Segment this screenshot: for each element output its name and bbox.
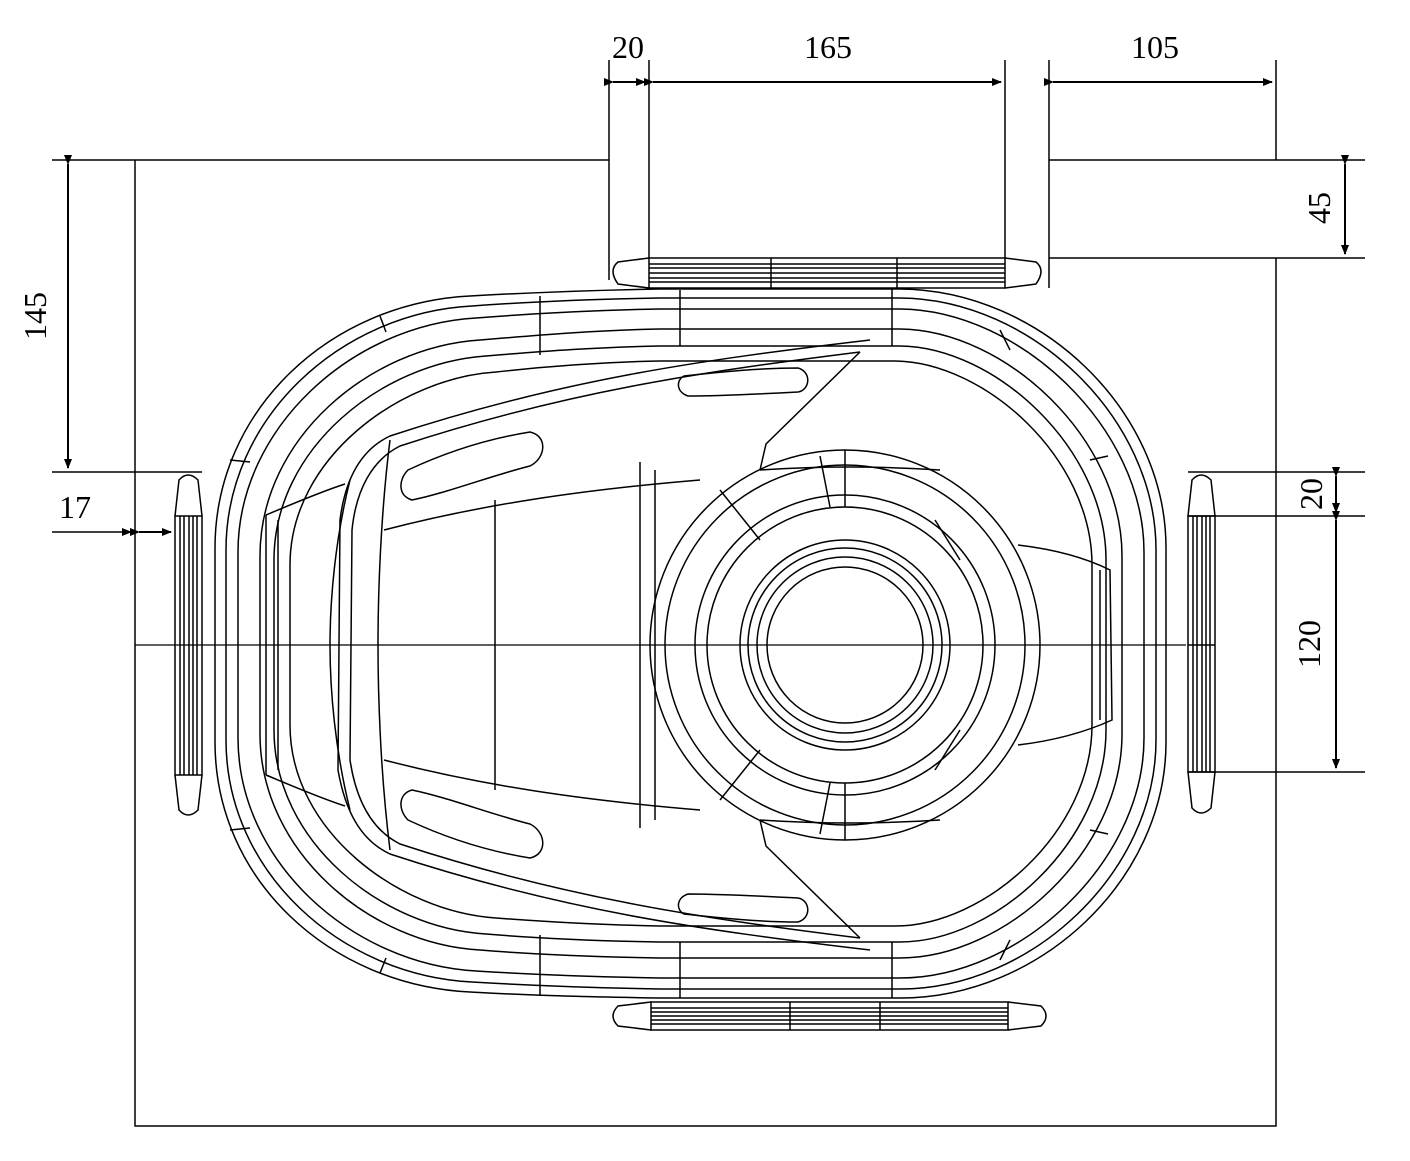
- dimension-lines: [52, 60, 1365, 773]
- dim-left-gap: 17: [59, 489, 91, 525]
- circular-boss: [649, 449, 1113, 841]
- dim-right-gap: 20: [1293, 478, 1329, 510]
- dim-right-bead-length: 120: [1291, 620, 1327, 668]
- dim-top-gap: 20: [612, 29, 644, 65]
- dim-top-bead-length: 165: [804, 29, 852, 65]
- draw-bead-bottom: [612, 1001, 1047, 1031]
- draw-bead-right: [1187, 474, 1216, 814]
- dim-top-right-offset: 105: [1131, 29, 1179, 65]
- binder-outline: [214, 288, 1167, 999]
- dim-left-offset: 145: [17, 292, 53, 340]
- dimension-labels: 20 165 105 45 145 17 20 120: [17, 29, 1337, 668]
- draw-bead-top: [608, 60, 1050, 289]
- draw-bead-left: [174, 474, 203, 816]
- part-body: [265, 339, 941, 951]
- blank-outline: [134, 159, 1277, 1127]
- dim-right-top-offset: 45: [1301, 192, 1337, 224]
